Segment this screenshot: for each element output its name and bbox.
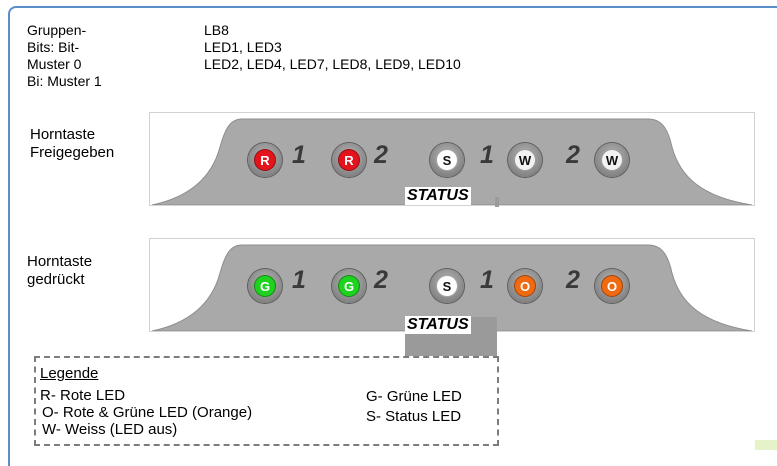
led-indicator-o: O	[508, 269, 542, 303]
panel-label-line: Horntaste	[30, 126, 96, 143]
led-indicator-g: G	[332, 269, 366, 303]
group-bits-label: Gruppen- Bits: Bit- Muster 0 Bi: Muster …	[27, 22, 102, 90]
status-label: STATUS	[405, 187, 471, 205]
led-number: 2	[566, 141, 580, 169]
led-indicator-o: O	[595, 269, 629, 303]
group-bits-line: Bits: Bit-	[27, 39, 80, 55]
panel-label-pressed: Horntaste gedrückt	[27, 253, 92, 289]
content-frame	[8, 6, 777, 466]
group-bits-line: Gruppen-	[27, 22, 87, 38]
led-letter: G	[338, 275, 360, 297]
led-number: 2	[566, 266, 580, 294]
panel-label-line: Freigegeben	[30, 144, 115, 161]
led-indicator-w: W	[508, 143, 542, 177]
led-letter: R	[338, 149, 360, 171]
led-letter: R	[254, 149, 276, 171]
legend-item-orange: O- Rote & Grüne LED (Orange)	[42, 404, 253, 421]
status-backdrop	[495, 197, 499, 207]
led-letter: S	[436, 275, 458, 297]
led-indicator-r: R	[332, 143, 366, 177]
legend-item-white: W- Weiss (LED aus)	[42, 421, 178, 438]
led-indicator-s: S	[430, 269, 464, 303]
group-bits-line: Muster 0	[27, 56, 82, 72]
legend-title: Legende	[40, 365, 99, 382]
panel-label-line: gedrückt	[27, 271, 85, 288]
status-label: STATUS	[405, 316, 471, 334]
led-number: 2	[374, 266, 388, 294]
led-indicator-r: R	[248, 143, 282, 177]
led-letter: O	[514, 275, 536, 297]
legend-box: Legende R- Rote LED O- Rote & Grüne LED …	[34, 356, 499, 446]
led-list: LB8 LED1, LED3 LED2, LED4, LED7, LED8, L…	[204, 22, 461, 73]
led-indicator-w: W	[595, 143, 629, 177]
led-indicator-s: S	[430, 143, 464, 177]
led-indicator-g: G	[248, 269, 282, 303]
panel-label-released: Horntaste Freigegeben	[30, 126, 114, 162]
led-list-line: LED2, LED4, LED7, LED8, LED9, LED10	[204, 56, 461, 72]
corner-decoration	[755, 440, 777, 450]
led-letter: G	[254, 275, 276, 297]
legend-item-red: R- Rote LED	[40, 387, 126, 404]
led-list-line: LB8	[204, 22, 229, 38]
led-number: 1	[480, 141, 494, 169]
led-number: 2	[374, 141, 388, 169]
led-number: 1	[292, 141, 306, 169]
group-bits-line: Bi: Muster 1	[27, 73, 102, 89]
led-letter: W	[601, 149, 623, 171]
led-number: 1	[292, 266, 306, 294]
led-letter: W	[514, 149, 536, 171]
legend-item-status: S- Status LED	[366, 408, 462, 425]
panel-label-line: Horntaste	[27, 253, 93, 270]
led-list-line: LED1, LED3	[204, 39, 282, 55]
led-letter: S	[436, 149, 458, 171]
legend-item-green: G- Grüne LED	[366, 388, 462, 405]
led-number: 1	[480, 266, 494, 294]
led-letter: O	[601, 275, 623, 297]
